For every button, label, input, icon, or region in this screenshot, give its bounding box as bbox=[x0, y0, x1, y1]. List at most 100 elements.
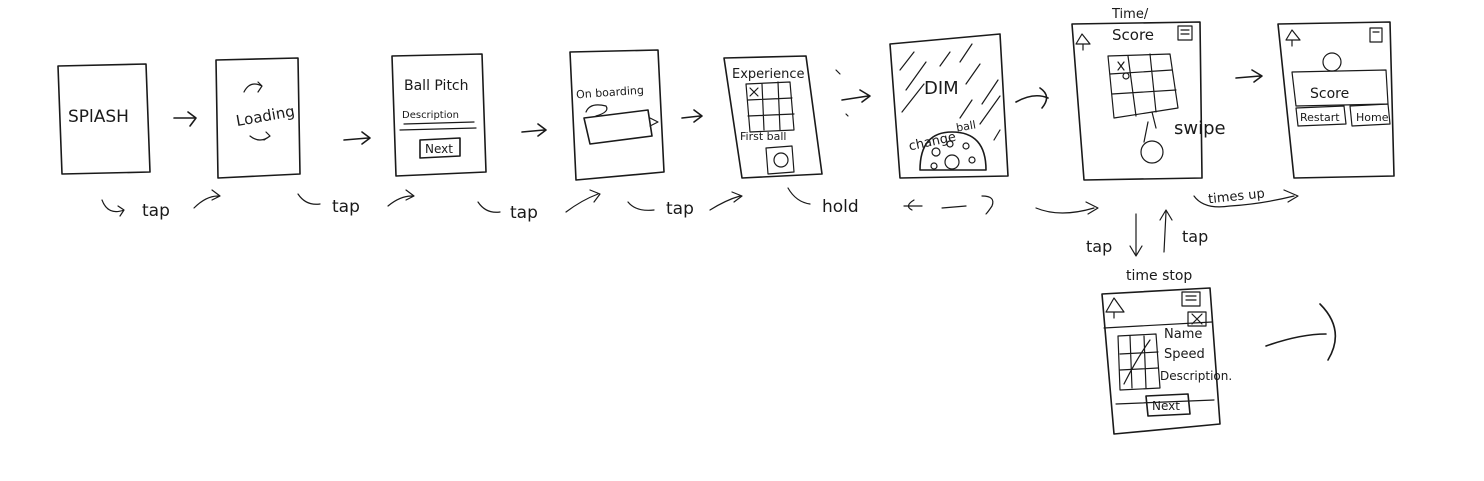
transition-label: hold bbox=[822, 197, 859, 217]
sketch-mark bbox=[836, 70, 840, 74]
arrow-game-to-result bbox=[1236, 70, 1262, 82]
transition-arrow bbox=[388, 190, 414, 206]
ball-option-icon bbox=[945, 155, 959, 169]
experience-ball-box bbox=[766, 146, 794, 174]
game-pitch-ball-icon[interactable] bbox=[1141, 141, 1163, 163]
loading-label: Loading bbox=[235, 102, 296, 130]
time-stop-zone bbox=[1118, 334, 1160, 390]
arrow-pitch-to-onboarding bbox=[522, 124, 546, 136]
ball-pitch-next-label: Next bbox=[425, 142, 453, 156]
transition-hook bbox=[102, 200, 124, 216]
loading-spinner-bottom-icon bbox=[250, 132, 270, 140]
arrow-loading-to-pitch bbox=[344, 132, 370, 144]
ball-option-icon bbox=[969, 157, 975, 163]
ball-pitch-divider bbox=[400, 128, 476, 130]
screen-experience: Experience First ball bbox=[724, 56, 822, 178]
game-header: Score bbox=[1112, 26, 1154, 44]
transition-arrow bbox=[1036, 202, 1098, 214]
time-stop-header: time stop bbox=[1126, 268, 1192, 284]
screen-ball-pitch: Ball Pitch Description Next bbox=[392, 54, 486, 176]
arrow-experience-to-dim bbox=[842, 90, 870, 102]
time-stop-description: Description. bbox=[1160, 369, 1232, 383]
transition-label: tap bbox=[510, 203, 538, 223]
transition-label: tap bbox=[1182, 227, 1208, 246]
transition-arrow bbox=[194, 190, 220, 208]
transition-label: tap bbox=[332, 197, 360, 217]
experience-ball-icon bbox=[774, 153, 788, 167]
onboarding-title: On boarding bbox=[576, 84, 645, 102]
transition-arrow bbox=[710, 192, 742, 210]
arrow-time-stop-return bbox=[1266, 304, 1335, 360]
transition-hook bbox=[788, 188, 810, 204]
time-stop-next-button[interactable] bbox=[1146, 394, 1190, 416]
splash-label: SPlASH bbox=[68, 107, 129, 127]
arrow-splash-to-loading bbox=[174, 112, 196, 126]
screen-result: Score Restart Home bbox=[1278, 22, 1394, 178]
result-title: Score bbox=[1310, 86, 1349, 102]
game-ball-icon bbox=[1123, 73, 1129, 79]
close-icon[interactable] bbox=[1188, 312, 1206, 326]
screen-ball-pitch-frame bbox=[392, 54, 486, 176]
screen-splash: SPlASH bbox=[58, 64, 150, 174]
game-swipe-line bbox=[1144, 112, 1156, 142]
game-timestop-transitions: tap tap bbox=[1086, 210, 1208, 256]
time-stop-footer-divider bbox=[1116, 400, 1214, 404]
screen-result-frame bbox=[1278, 22, 1394, 178]
transition-arrow-up bbox=[1160, 210, 1172, 252]
experience-grid-lines bbox=[748, 82, 794, 130]
screen-game-frame bbox=[1072, 22, 1202, 180]
result-ball-icon bbox=[1323, 53, 1341, 71]
transition-hook bbox=[298, 194, 320, 204]
screen-dim: DIM change ball bbox=[890, 34, 1008, 178]
home-icon[interactable] bbox=[1286, 30, 1300, 46]
game-x-mark-icon bbox=[1118, 62, 1124, 70]
arrow-dim-to-game bbox=[1016, 88, 1048, 108]
menu-icon[interactable] bbox=[1182, 292, 1200, 306]
ball-pitch-next-button[interactable] bbox=[420, 138, 460, 158]
screen-onboarding: On boarding bbox=[570, 50, 664, 180]
transition-sketch bbox=[904, 200, 922, 210]
game-zone-grid bbox=[1110, 54, 1176, 116]
menu-icon[interactable] bbox=[1178, 26, 1192, 40]
result-restart-label: Restart bbox=[1300, 111, 1340, 124]
screen-time-stop-frame bbox=[1102, 288, 1220, 434]
arrow-onboarding-to-experience bbox=[682, 110, 702, 122]
experience-x-mark-icon bbox=[750, 88, 758, 96]
sketch-dot bbox=[846, 114, 848, 116]
transition-label: tap bbox=[666, 199, 694, 219]
time-stop-name: Name bbox=[1164, 327, 1202, 342]
experience-grid bbox=[746, 82, 794, 132]
screen-dim-frame bbox=[890, 34, 1008, 178]
time-stop-trajectory bbox=[1124, 340, 1150, 384]
screen-onboarding-frame bbox=[570, 50, 664, 180]
transition-arrow bbox=[566, 190, 600, 212]
dim-title: DIM bbox=[924, 78, 959, 99]
dim-caption-right: ball bbox=[955, 118, 977, 134]
ball-option-icon bbox=[932, 148, 940, 156]
result-restart-button[interactable] bbox=[1296, 106, 1346, 126]
ball-pitch-description: Description bbox=[402, 110, 459, 121]
menu-icon[interactable] bbox=[1370, 28, 1382, 42]
onboarding-card bbox=[584, 110, 652, 144]
result-home-label: Home bbox=[1356, 111, 1389, 124]
experience-caption: First ball bbox=[740, 130, 786, 143]
time-stop-zone-grid bbox=[1120, 336, 1158, 388]
screen-splash-frame bbox=[58, 64, 150, 174]
transition-hook bbox=[478, 202, 500, 212]
ball-option-icon bbox=[947, 141, 953, 147]
transition-label: tap bbox=[1086, 237, 1112, 256]
screen-loading: Loading bbox=[216, 58, 300, 178]
home-icon[interactable] bbox=[1106, 298, 1124, 318]
loading-spinner-top-icon bbox=[244, 82, 262, 92]
transition-arrow-down bbox=[1130, 214, 1142, 256]
ball-option-icon bbox=[931, 163, 937, 169]
ball-option-icon bbox=[963, 143, 969, 149]
screen-loading-frame bbox=[216, 58, 300, 178]
home-icon[interactable] bbox=[1076, 34, 1090, 50]
game-swipe-annotation: swipe bbox=[1174, 118, 1226, 139]
transition-arrow bbox=[942, 196, 993, 214]
time-stop-next-label: Next bbox=[1152, 399, 1180, 413]
result-home-button[interactable] bbox=[1350, 104, 1390, 126]
ball-pitch-underline bbox=[404, 122, 474, 124]
